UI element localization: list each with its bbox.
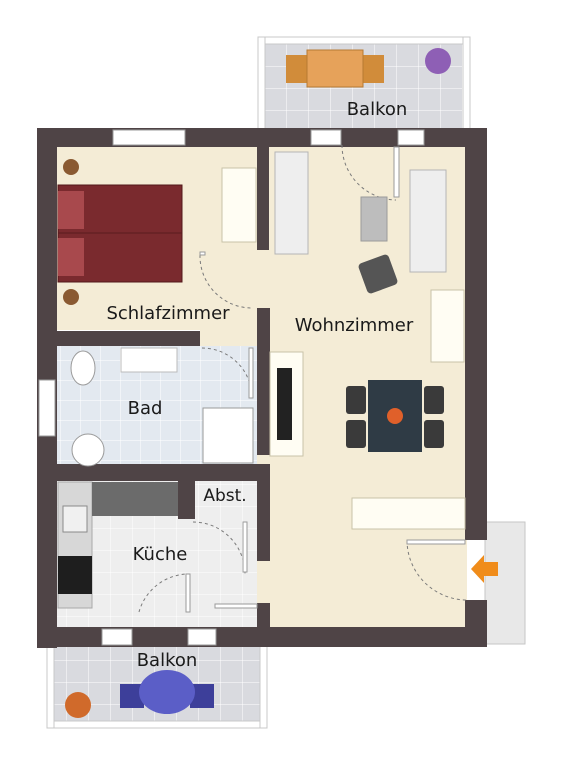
sink-icon — [71, 433, 105, 467]
room-label-abst: Abst. — [203, 486, 246, 506]
room-label-balkon-top: Balkon — [347, 99, 408, 120]
coffee-table-icon — [360, 196, 388, 242]
wardrobe-icon — [221, 167, 257, 243]
windows — [38, 129, 425, 646]
doors — [138, 144, 468, 613]
shelf-icon — [351, 497, 466, 530]
sofa-icon — [274, 151, 447, 273]
entrance-landing — [484, 521, 526, 645]
sideboard-icon — [430, 289, 465, 363]
lamp-icon — [63, 289, 79, 305]
toilet-icon — [70, 350, 96, 386]
flower-pot-icon — [65, 692, 91, 718]
kitchen-sink-icon — [62, 505, 88, 533]
room-label-balkon-bottom: Balkon — [137, 650, 198, 671]
room-label-kueche: Küche — [133, 544, 188, 565]
patio-table-icon — [286, 49, 384, 88]
door-leaves — [185, 146, 466, 613]
lamp-icon — [63, 159, 79, 175]
room-label-wohnzimmer: Wohnzimmer — [295, 315, 414, 336]
bathtub-icon — [202, 407, 254, 464]
bed-icon — [57, 184, 183, 283]
kitchen-counter-icon — [92, 482, 178, 516]
room-label-schlafzimmer: Schlafzimmer — [106, 303, 230, 324]
dining-table-icon — [346, 380, 444, 452]
room-label-bad: Bad — [128, 398, 163, 419]
stove-icon — [58, 556, 92, 594]
patio-table-icon — [120, 670, 214, 714]
bath-cabinet-icon — [120, 347, 178, 373]
entrance-arrow-icon — [471, 555, 498, 583]
armchair-icon — [358, 254, 398, 294]
tv-icon — [277, 368, 292, 440]
flower-pot-icon — [425, 48, 451, 74]
